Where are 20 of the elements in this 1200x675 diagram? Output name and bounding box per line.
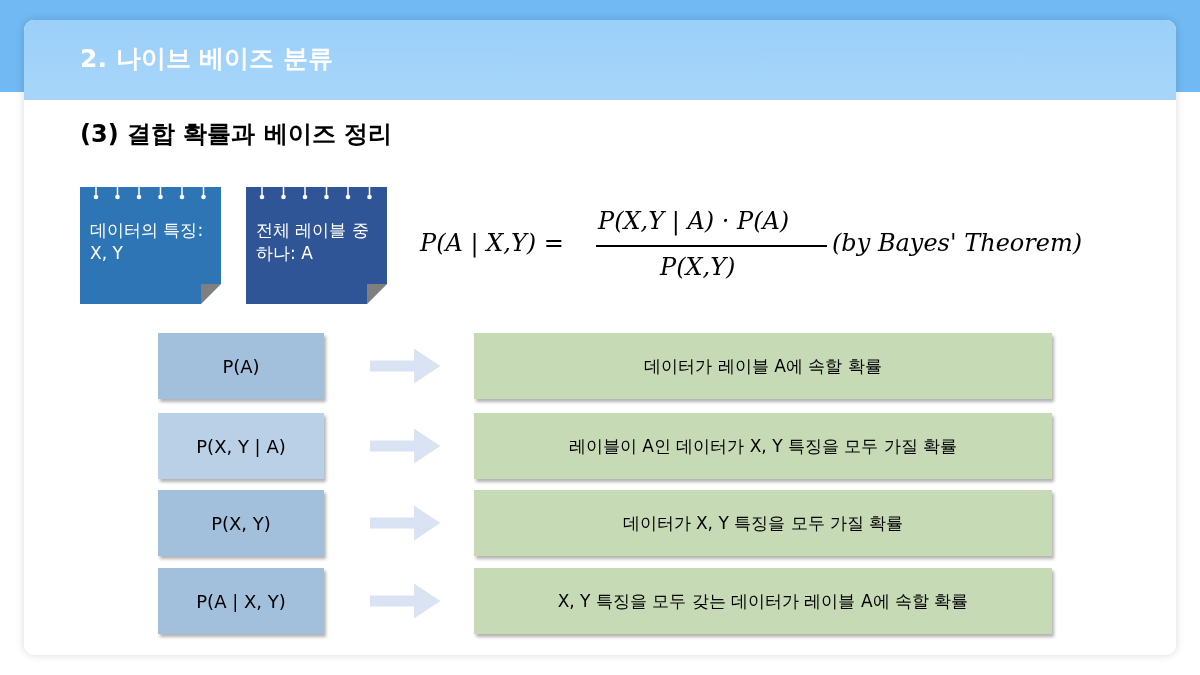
sticky-note: 데이터의 특징: X, Y	[80, 187, 221, 304]
term-box: P(A)	[158, 333, 324, 399]
description-box: X, Y 특징을 모두 갖는 데이터가 레이블 A에 속할 확률	[474, 568, 1052, 634]
description-box: 데이터가 레이블 A에 속할 확률	[474, 333, 1052, 399]
formula-note: (by Bayes' Theorem)	[832, 229, 1083, 257]
formula-denominator: P(X,Y)	[660, 253, 736, 281]
block-arrow	[370, 505, 441, 541]
term-box: P(X, Y)	[158, 490, 324, 556]
block-arrow	[370, 348, 441, 384]
block-arrow	[370, 428, 441, 464]
sticky-note: 전체 레이블 중 하나: A	[246, 187, 387, 304]
block-arrow	[370, 583, 441, 619]
formula-text: P(A | X,Y) =	[420, 229, 564, 257]
section-heading: (3) 결합 확률과 베이즈 정리	[80, 119, 393, 150]
description-box: 데이터가 X, Y 특징을 모두 가질 확률	[474, 490, 1052, 556]
formula-numerator: P(X,Y | A) · P(A)	[598, 207, 790, 235]
term-box: P(A | X, Y)	[158, 568, 324, 634]
slide-title: 2. 나이브 베이즈 분류	[80, 43, 333, 75]
description-box: 레이블이 A인 데이터가 X, Y 특징을 모두 가질 확률	[474, 413, 1052, 479]
term-box: P(X, Y | A)	[158, 413, 324, 479]
